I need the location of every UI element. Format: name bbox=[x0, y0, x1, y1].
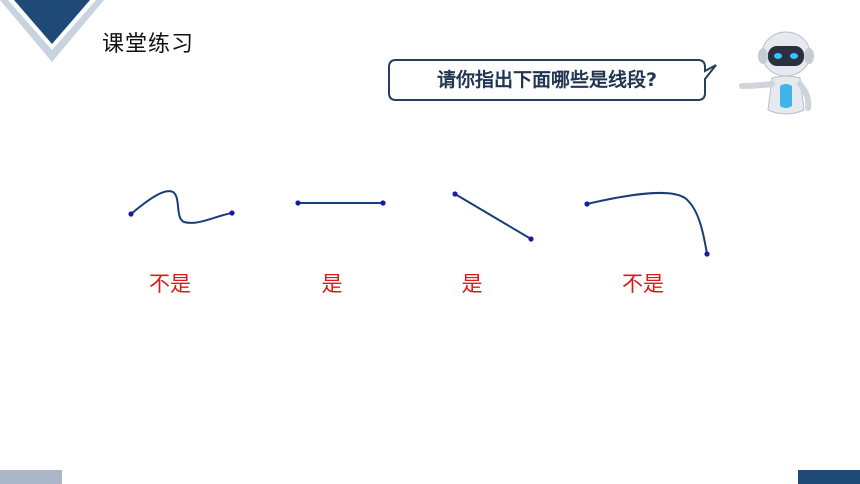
endpoint bbox=[380, 200, 386, 206]
figure-4-arc bbox=[584, 191, 710, 257]
endpoint bbox=[452, 191, 458, 197]
footer-bar-left bbox=[0, 470, 62, 484]
answer-label-2: 是 bbox=[321, 272, 343, 296]
question-text: 请你指出下面哪些是线段? bbox=[436, 69, 658, 91]
bubble-shape bbox=[388, 59, 717, 101]
endpoint bbox=[295, 200, 301, 206]
endpoint bbox=[704, 251, 710, 257]
question-bubble: 请你指出下面哪些是线段? bbox=[388, 59, 718, 101]
answer-label-3: 是 bbox=[461, 272, 483, 296]
figure-3-slanted-segment bbox=[452, 191, 534, 242]
footer-bar-right bbox=[798, 470, 860, 484]
robot-icon bbox=[739, 31, 814, 115]
endpoint bbox=[584, 201, 590, 207]
endpoint bbox=[229, 210, 235, 216]
answer-label-1: 不是 bbox=[149, 272, 191, 296]
corner-chevron-decoration bbox=[0, 0, 104, 62]
section-title: 课堂练习 bbox=[102, 32, 195, 57]
endpoint bbox=[528, 236, 534, 242]
figure-2-horizontal-segment bbox=[295, 200, 386, 206]
figure-1-curve bbox=[128, 190, 235, 224]
answer-label-4: 不是 bbox=[622, 272, 664, 296]
endpoint bbox=[128, 211, 134, 217]
